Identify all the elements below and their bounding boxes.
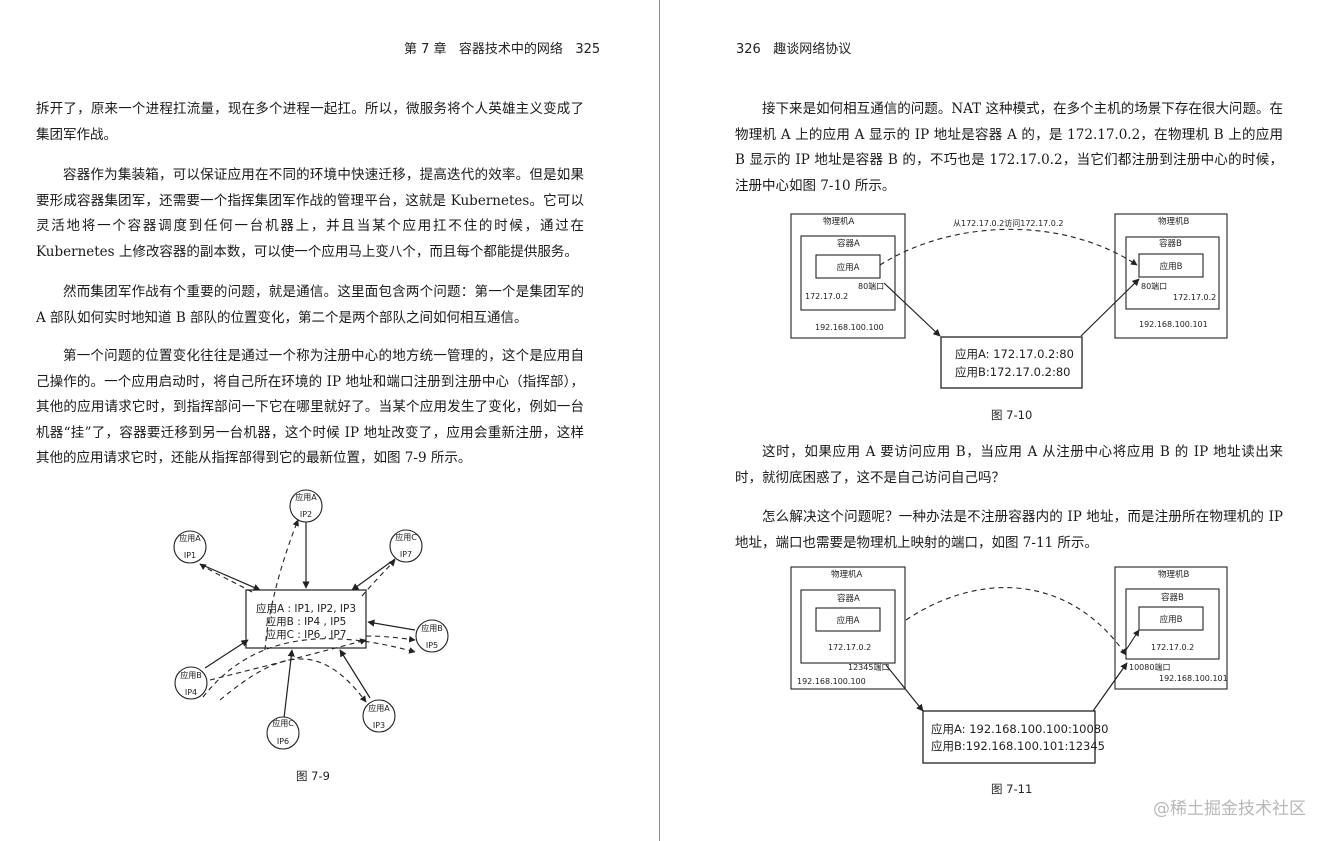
svg-text:物理机B: 物理机B xyxy=(1158,569,1190,580)
svg-text:容器A: 容器A xyxy=(837,593,860,604)
svg-text:IP7: IP7 xyxy=(400,550,412,559)
app-node: 应用C IP7 xyxy=(389,529,423,563)
paragraph: 拆开了，原来一个进程扛流量，现在多个进程一起扛。所以，微服务将个人英雄主义变成了… xyxy=(36,101,584,143)
watermark: @稀土掘金技术社区 xyxy=(1153,799,1306,819)
svg-text:应用A: 应用A xyxy=(295,492,317,502)
svg-text:物理机B: 物理机B xyxy=(1158,216,1190,227)
svg-text:IP3: IP3 xyxy=(373,721,385,730)
figure-caption: 图 7-9 xyxy=(296,769,330,783)
svg-text:应用A: 应用A xyxy=(837,262,860,273)
page-divider xyxy=(659,0,660,841)
app-a-box xyxy=(815,607,881,632)
figure-caption: 图 7-11 xyxy=(991,782,1033,796)
svg-text:IP4: IP4 xyxy=(185,688,197,697)
app-b-box xyxy=(1138,606,1204,631)
registry-line: 应用C : IP6 , IP7 xyxy=(266,628,347,641)
svg-text:物理机A: 物理机A xyxy=(831,569,863,580)
paragraph: 这时，如果应用 A 要访问应用 B，当应用 A 从注册中心将应用 B 的 IP … xyxy=(735,444,1283,486)
svg-text:192.168.100.101: 192.168.100.101 xyxy=(1159,674,1228,683)
registry-box xyxy=(922,710,1096,764)
svg-text:IP5: IP5 xyxy=(426,641,438,650)
svg-text:应用B:192.168.100.101:12345: 应用B:192.168.100.101:12345 xyxy=(931,739,1105,753)
page-header: 326 趣谈网络协议 xyxy=(736,42,852,57)
svg-text:容器B: 容器B xyxy=(1161,592,1184,603)
svg-text:IP1: IP1 xyxy=(184,551,196,560)
svg-text:应用B: 应用B xyxy=(421,623,443,633)
svg-text:10080端口: 10080端口 xyxy=(1129,662,1170,672)
svg-text:172.17.0.2: 172.17.0.2 xyxy=(1151,643,1194,652)
svg-text:应用A: 192.168.100.100:10080: 应用A: 192.168.100.100:10080 xyxy=(931,722,1108,736)
svg-text:应用B: 应用B xyxy=(1160,614,1183,625)
page-header: 第 7 章 容器技术中的网络 325 xyxy=(404,42,601,57)
svg-text:容器B: 容器B xyxy=(1159,238,1182,249)
svg-text:192.168.100.100: 192.168.100.100 xyxy=(797,677,866,686)
svg-text:从172.17.0.2访问172.17.0.2: 从172.17.0.2访问172.17.0.2 xyxy=(953,218,1064,228)
svg-text:应用B:172.17.0.2:80: 应用B:172.17.0.2:80 xyxy=(955,365,1070,379)
svg-text:应用A: 应用A xyxy=(179,533,201,543)
paragraph: 第一个问题的位置变化往往是通过一个称为注册中心的地方统一管理的，这个是应用自己操… xyxy=(36,348,584,466)
app-node: 应用B IP4 xyxy=(174,666,208,700)
registry-box xyxy=(940,336,1083,389)
svg-text:应用A: 应用A xyxy=(837,615,860,626)
svg-text:应用C: 应用C xyxy=(395,532,417,542)
svg-text:80端口: 80端口 xyxy=(1141,281,1167,291)
figure-7-10: 物理机A 容器A 应用A 80端口 172.17.0.2 192.168.100… xyxy=(790,213,1228,764)
paragraph: 怎么解决这个问题呢？一种办法是不注册容器内的 IP 地址，而是注册所在物理机的 … xyxy=(735,509,1283,551)
app-b-box xyxy=(1138,253,1204,278)
svg-text:容器A: 容器A xyxy=(837,238,860,249)
svg-text:192.168.100.101: 192.168.100.101 xyxy=(1139,320,1208,329)
app-a-box xyxy=(815,254,881,279)
svg-text:应用A: 172.17.0.2:80: 应用A: 172.17.0.2:80 xyxy=(955,347,1074,361)
paragraph: 接下来是如何相互通信的问题。NAT 这种模式，在多个主机的场景下存在很大问题。在… xyxy=(735,101,1283,194)
paragraph: 然而集团军作战有个重要的问题，就是通信。这里面包含两个问题：第一个是集团军的 A… xyxy=(36,284,584,326)
app-node: 应用A IP3 xyxy=(362,699,396,733)
svg-text:IP6: IP6 xyxy=(277,737,289,746)
right-page: 326 趣谈网络协议 接下来是如何相互通信的问题。NAT 这种模式，在多个主机的… xyxy=(661,0,1328,841)
svg-text:172.17.0.2: 172.17.0.2 xyxy=(805,292,848,301)
app-node: 应用A IP2 xyxy=(289,489,323,523)
svg-text:192.168.100.100: 192.168.100.100 xyxy=(815,323,884,332)
svg-text:应用B: 应用B xyxy=(180,670,202,680)
figure-caption: 图 7-10 xyxy=(991,408,1033,422)
svg-text:80端口: 80端口 xyxy=(858,281,884,291)
svg-text:物理机A: 物理机A xyxy=(823,216,855,227)
svg-text:应用A: 应用A xyxy=(368,703,390,713)
left-page: 第 7 章 容器技术中的网络 325 拆开了，原来一个进程扛流量，现在多个进程一… xyxy=(0,0,660,841)
svg-text:172.17.0.2: 172.17.0.2 xyxy=(828,643,871,652)
app-node: 应用B IP5 xyxy=(415,619,449,653)
figure-7-9: 应用A : IP1, IP2, IP3 应用B : IP4 , IP5 应用C … xyxy=(173,489,449,750)
svg-text:12345端口: 12345端口 xyxy=(848,662,889,672)
app-node: 应用A IP1 xyxy=(173,530,207,564)
app-node: 应用C IP6 xyxy=(266,716,300,750)
registry-line: 应用B : IP4 , IP5 xyxy=(266,615,347,628)
paragraph: 容器作为集装箱，可以保证应用在不同的环境中快速迁移，提高迭代的效率。但是如果要形… xyxy=(36,167,584,260)
registry-line: 应用A : IP1, IP2, IP3 xyxy=(256,602,356,615)
svg-text:应用B: 应用B xyxy=(1160,261,1183,272)
svg-text:应用C: 应用C xyxy=(272,718,294,728)
svg-text:IP2: IP2 xyxy=(300,510,312,519)
svg-text:172.17.0.2: 172.17.0.2 xyxy=(1173,293,1216,302)
